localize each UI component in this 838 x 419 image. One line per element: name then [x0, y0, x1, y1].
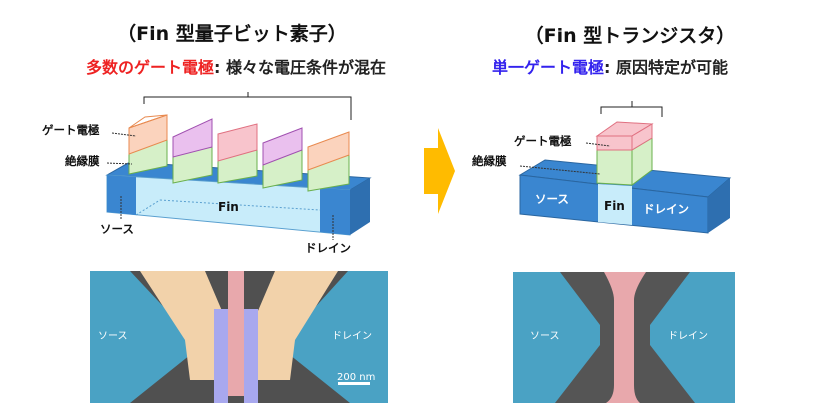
left-fin-label: Fin [218, 200, 239, 214]
left-title: （Fin 型量子ビット素子） [117, 22, 347, 45]
left-gate-label: ゲート電極 [42, 123, 100, 137]
right-subtitle-highlight: 単一ゲート電極 [492, 58, 604, 77]
right-gate-leader [585, 142, 611, 147]
left-gates [128, 114, 350, 192]
left-gate-leader [111, 132, 137, 137]
right-insulator-leader [519, 165, 601, 175]
right-sem-source: ソース [530, 331, 560, 342]
left-source-label: ソース [100, 222, 134, 236]
right-sem-image [513, 272, 735, 403]
left-sem-scale: 200 nm [337, 372, 375, 383]
gate-2 [172, 118, 213, 184]
gate-4 [262, 127, 303, 189]
right-subtitle-rest: : 原因特定が可能 [604, 58, 728, 77]
right-fin-structure [518, 121, 732, 234]
right-drain-label: ドレイン [643, 202, 689, 216]
right-bracket [600, 101, 663, 117]
right-insulator-label: 絶縁膜 [472, 154, 507, 168]
left-subtitle-highlight: 多数のゲート電極 [86, 58, 214, 77]
left-insulator-label: 絶縁膜 [65, 154, 100, 168]
left-sem-drain: ドレイン [332, 331, 372, 342]
right-source-label: ソース [535, 192, 569, 206]
right-fin-label: Fin [604, 199, 625, 213]
gate-5 [307, 131, 350, 192]
right-gate-label: ゲート電極 [514, 134, 572, 148]
right-subtitle: 単一ゲート電極: 原因特定が可能 [492, 58, 728, 77]
left-subtitle-rest: : 様々な電圧条件が混在 [214, 58, 386, 77]
scale-bar [338, 382, 370, 385]
left-sem-image [90, 271, 388, 403]
gate-1 [128, 114, 168, 175]
left-subtitle: 多数のゲート電極: 様々な電圧条件が混在 [86, 58, 386, 77]
left-sem-source: ソース [98, 331, 128, 342]
right-sem-drain: ドレイン [668, 331, 708, 342]
right-arrow-icon [424, 128, 455, 214]
left-bracket [143, 92, 352, 120]
gate-3 [217, 123, 258, 184]
right-title: （Fin 型トランジスタ） [525, 24, 736, 47]
left-drain-label: ドレイン [305, 241, 351, 255]
left-insulator-leader [106, 162, 133, 165]
